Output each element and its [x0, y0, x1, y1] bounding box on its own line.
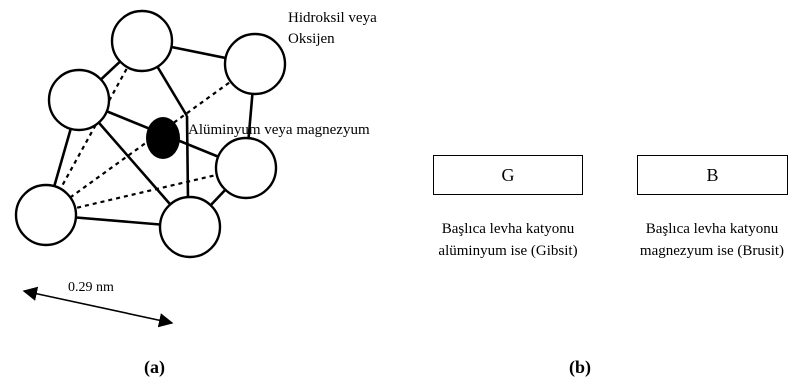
anion-label-line2: Oksijen	[288, 31, 335, 47]
cation-label: Alüminyum veya magnezyum	[188, 122, 370, 138]
anion-sphere-lower-left	[14, 183, 78, 247]
anion-sphere-left	[47, 68, 111, 132]
panel-label-b: (b)	[569, 357, 591, 377]
brucite-caption-line1: Başlıca levha katyonu	[645, 221, 779, 237]
anion-spheres	[14, 9, 287, 259]
cation-atom	[146, 117, 180, 159]
panel-label-a: (a)	[144, 357, 165, 377]
gibbsite-caption-line2: alüminyum ise (Gibsit)	[438, 243, 578, 259]
distance-arrow	[22, 286, 174, 328]
gibbsite-caption: Başlıca levha katyonu alüminyum ise (Gib…	[418, 218, 598, 262]
gibbsite-sheet-symbol: G	[433, 155, 583, 195]
anion-label-line1: Hidroksil veya	[288, 10, 377, 26]
brucite-caption: Başlıca levha katyonu magnezyum ise (Bru…	[622, 218, 802, 262]
brucite-sheet-symbol: B	[637, 155, 788, 195]
brucite-caption-line2: magnezyum ise (Brusit)	[639, 243, 785, 259]
anion-sphere-bottom	[158, 195, 222, 259]
anion-sphere-right	[214, 136, 278, 200]
gibbsite-caption-line1: Başlıca levha katyonu	[441, 221, 575, 237]
distance-label: 0.29 nm	[68, 280, 114, 295]
anion-sphere-top	[110, 9, 174, 73]
anion-sphere-upper-right	[223, 32, 287, 96]
